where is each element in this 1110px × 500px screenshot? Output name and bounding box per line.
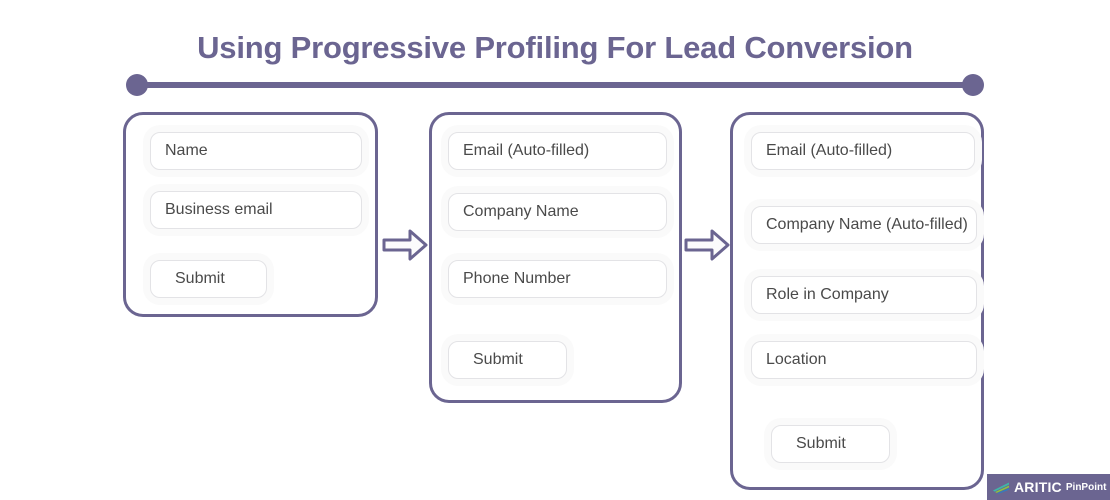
email-autofilled-field-label: Email (Auto-filled) <box>766 142 893 159</box>
submit-button-label: Submit <box>175 270 225 287</box>
email-autofilled-field[interactable]: Email (Auto-filled) <box>448 132 667 170</box>
business-email-field-label: Business email <box>165 201 273 218</box>
arrow-right-icon-2 <box>684 228 730 262</box>
brand-badge: ARITIC PinPoint <box>987 474 1110 500</box>
company-name-field-label: Company Name <box>463 203 579 220</box>
company-name-field[interactable]: Company Name <box>448 193 667 231</box>
divider-dot-right <box>962 74 984 96</box>
page-title: Using Progressive Profiling For Lead Con… <box>197 30 913 65</box>
email-autofilled-field-label: Email (Auto-filled) <box>463 142 590 159</box>
name-field[interactable]: Name <box>150 132 362 170</box>
brand-name: ARITIC <box>1014 479 1062 495</box>
phone-number-field-label: Phone Number <box>463 270 571 287</box>
submit-button-step-1[interactable]: Submit <box>150 260 267 298</box>
location-field-label: Location <box>766 351 827 368</box>
email-autofilled-field[interactable]: Email (Auto-filled) <box>751 132 975 170</box>
company-name-autofilled-field-label: Company Name (Auto-filled) <box>766 216 968 233</box>
aritic-stripes-logo-icon <box>993 482 1009 494</box>
brand-product: PinPoint <box>1065 481 1107 493</box>
submit-button-step-2[interactable]: Submit <box>448 341 567 379</box>
arrow-right-icon-1 <box>382 228 428 262</box>
submit-button-label: Submit <box>796 435 846 452</box>
phone-number-field[interactable]: Phone Number <box>448 260 667 298</box>
title-divider <box>126 74 984 96</box>
step-card-1: Name Business email Submit <box>123 112 378 317</box>
submit-button-label: Submit <box>473 351 523 368</box>
role-in-company-field[interactable]: Role in Company <box>751 276 977 314</box>
location-field[interactable]: Location <box>751 341 977 379</box>
company-name-autofilled-field[interactable]: Company Name (Auto-filled) <box>751 206 977 244</box>
business-email-field[interactable]: Business email <box>150 191 362 229</box>
divider-bar <box>137 82 973 88</box>
submit-button-step-3[interactable]: Submit <box>771 425 890 463</box>
step-card-3: Email (Auto-filled) Company Name (Auto-f… <box>730 112 984 490</box>
role-in-company-field-label: Role in Company <box>766 286 889 303</box>
step-card-2: Email (Auto-filled) Company Name Phone N… <box>429 112 682 403</box>
name-field-label: Name <box>165 142 208 159</box>
